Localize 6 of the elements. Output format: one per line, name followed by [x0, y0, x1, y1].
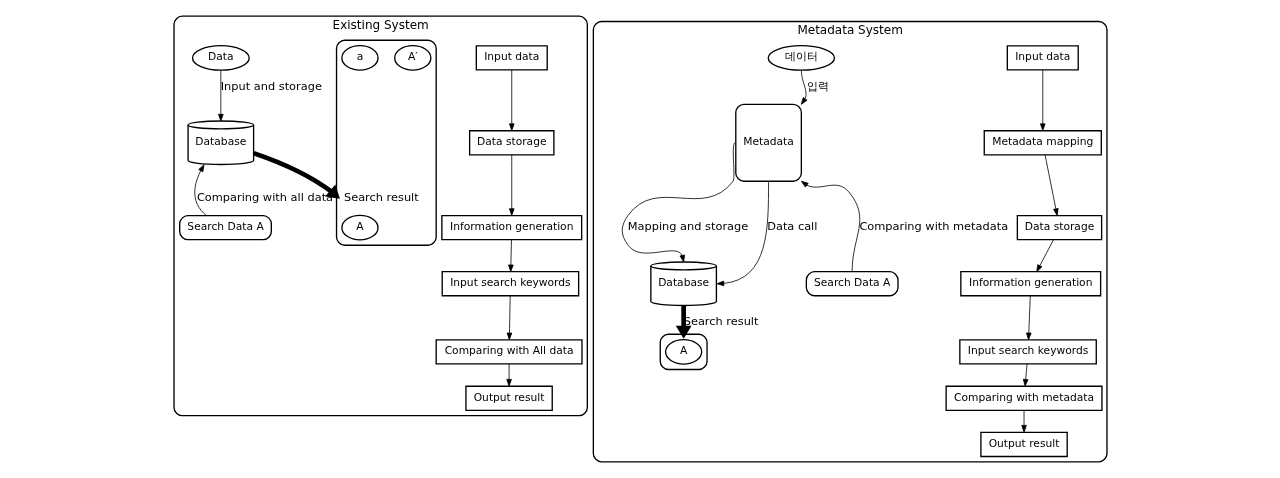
edge-label: Data call: [766, 219, 817, 234]
edge-label: Mapping and storage: [627, 219, 748, 234]
edge-label: Comparing with metadata: [858, 219, 1008, 234]
edge-label: 입력: [806, 79, 829, 94]
edge-label: Search result: [343, 190, 419, 205]
edge-label: Input and storage: [220, 79, 322, 94]
